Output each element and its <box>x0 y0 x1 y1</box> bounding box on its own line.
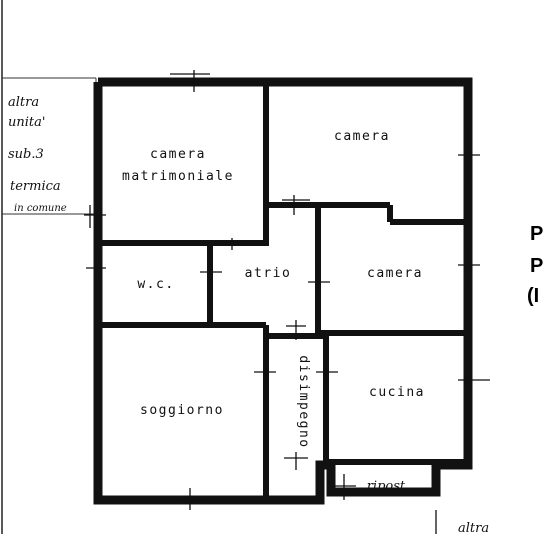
room-label-camera-top: camera <box>334 129 390 144</box>
annotation-line-4: termica <box>10 179 61 194</box>
annotation-line-1: altra <box>8 95 39 110</box>
room-label-camera-mid: camera <box>367 266 423 281</box>
room-label-cucina: cucina <box>369 385 425 400</box>
room-label-disimpegno: disimpegno <box>296 355 311 448</box>
room-label-soggiorno: soggiorno <box>140 403 224 418</box>
side-text-2: P <box>530 255 543 277</box>
annotation-line-5: in comune <box>14 203 67 214</box>
room-label-camera-matrimoniale-1: camera <box>150 147 206 162</box>
room-label-wc: w.c. <box>137 277 174 292</box>
bottom-note: altra <box>458 521 489 534</box>
side-text-1: P <box>530 223 543 245</box>
inner-walls <box>98 82 468 500</box>
opening-marks <box>84 70 490 534</box>
room-label-atrio: atrio <box>245 266 292 281</box>
outer-walls <box>93 77 473 505</box>
annotation-line-3: sub.3 <box>8 147 44 162</box>
room-label-ripostiglio: ripost. <box>367 479 410 494</box>
side-text-3: (I <box>527 285 539 307</box>
annotation-line-2: unita' <box>8 115 45 130</box>
room-label-camera-matrimoniale-2: matrimoniale <box>122 169 234 184</box>
